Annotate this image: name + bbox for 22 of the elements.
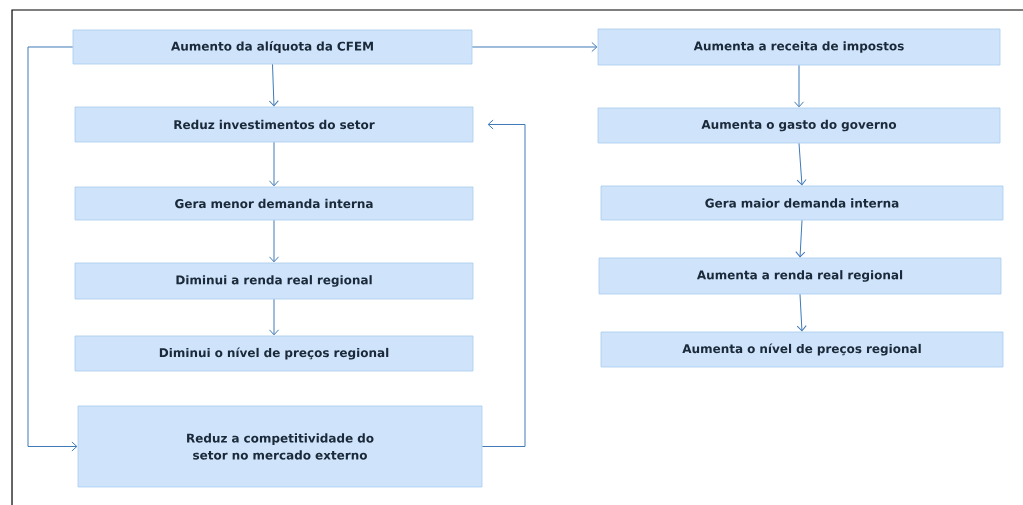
arrow <box>794 64 804 108</box>
process-box: Aumenta o nível de preços regional <box>600 331 1004 368</box>
arrow <box>796 142 807 186</box>
arrow <box>27 46 78 452</box>
process-box: Diminui a renda real regional <box>74 262 474 300</box>
arrow <box>269 298 279 336</box>
arrow <box>796 293 807 332</box>
process-box: Diminui o nível de preços regional <box>74 335 474 372</box>
arrow <box>269 219 279 263</box>
arrow <box>268 63 279 107</box>
process-box: Reduz a competitividade do setor no mercado externo <box>77 405 483 488</box>
process-box: Reduz investimentos do setor <box>74 106 474 143</box>
process-box: Gera menor demanda interna <box>74 186 474 221</box>
process-box: Aumento da alíquota da CFEM <box>72 29 473 65</box>
arrow <box>795 219 806 258</box>
arrow <box>471 42 598 52</box>
process-box: Gera maior demanda interna <box>600 185 1004 221</box>
arrow <box>269 141 279 187</box>
process-box: Aumenta o gasto do governo <box>597 107 1001 144</box>
arrow <box>481 119 526 447</box>
process-box: Aumenta a receita de impostos <box>597 28 1001 66</box>
process-box: Aumenta a renda real regional <box>598 257 1002 295</box>
